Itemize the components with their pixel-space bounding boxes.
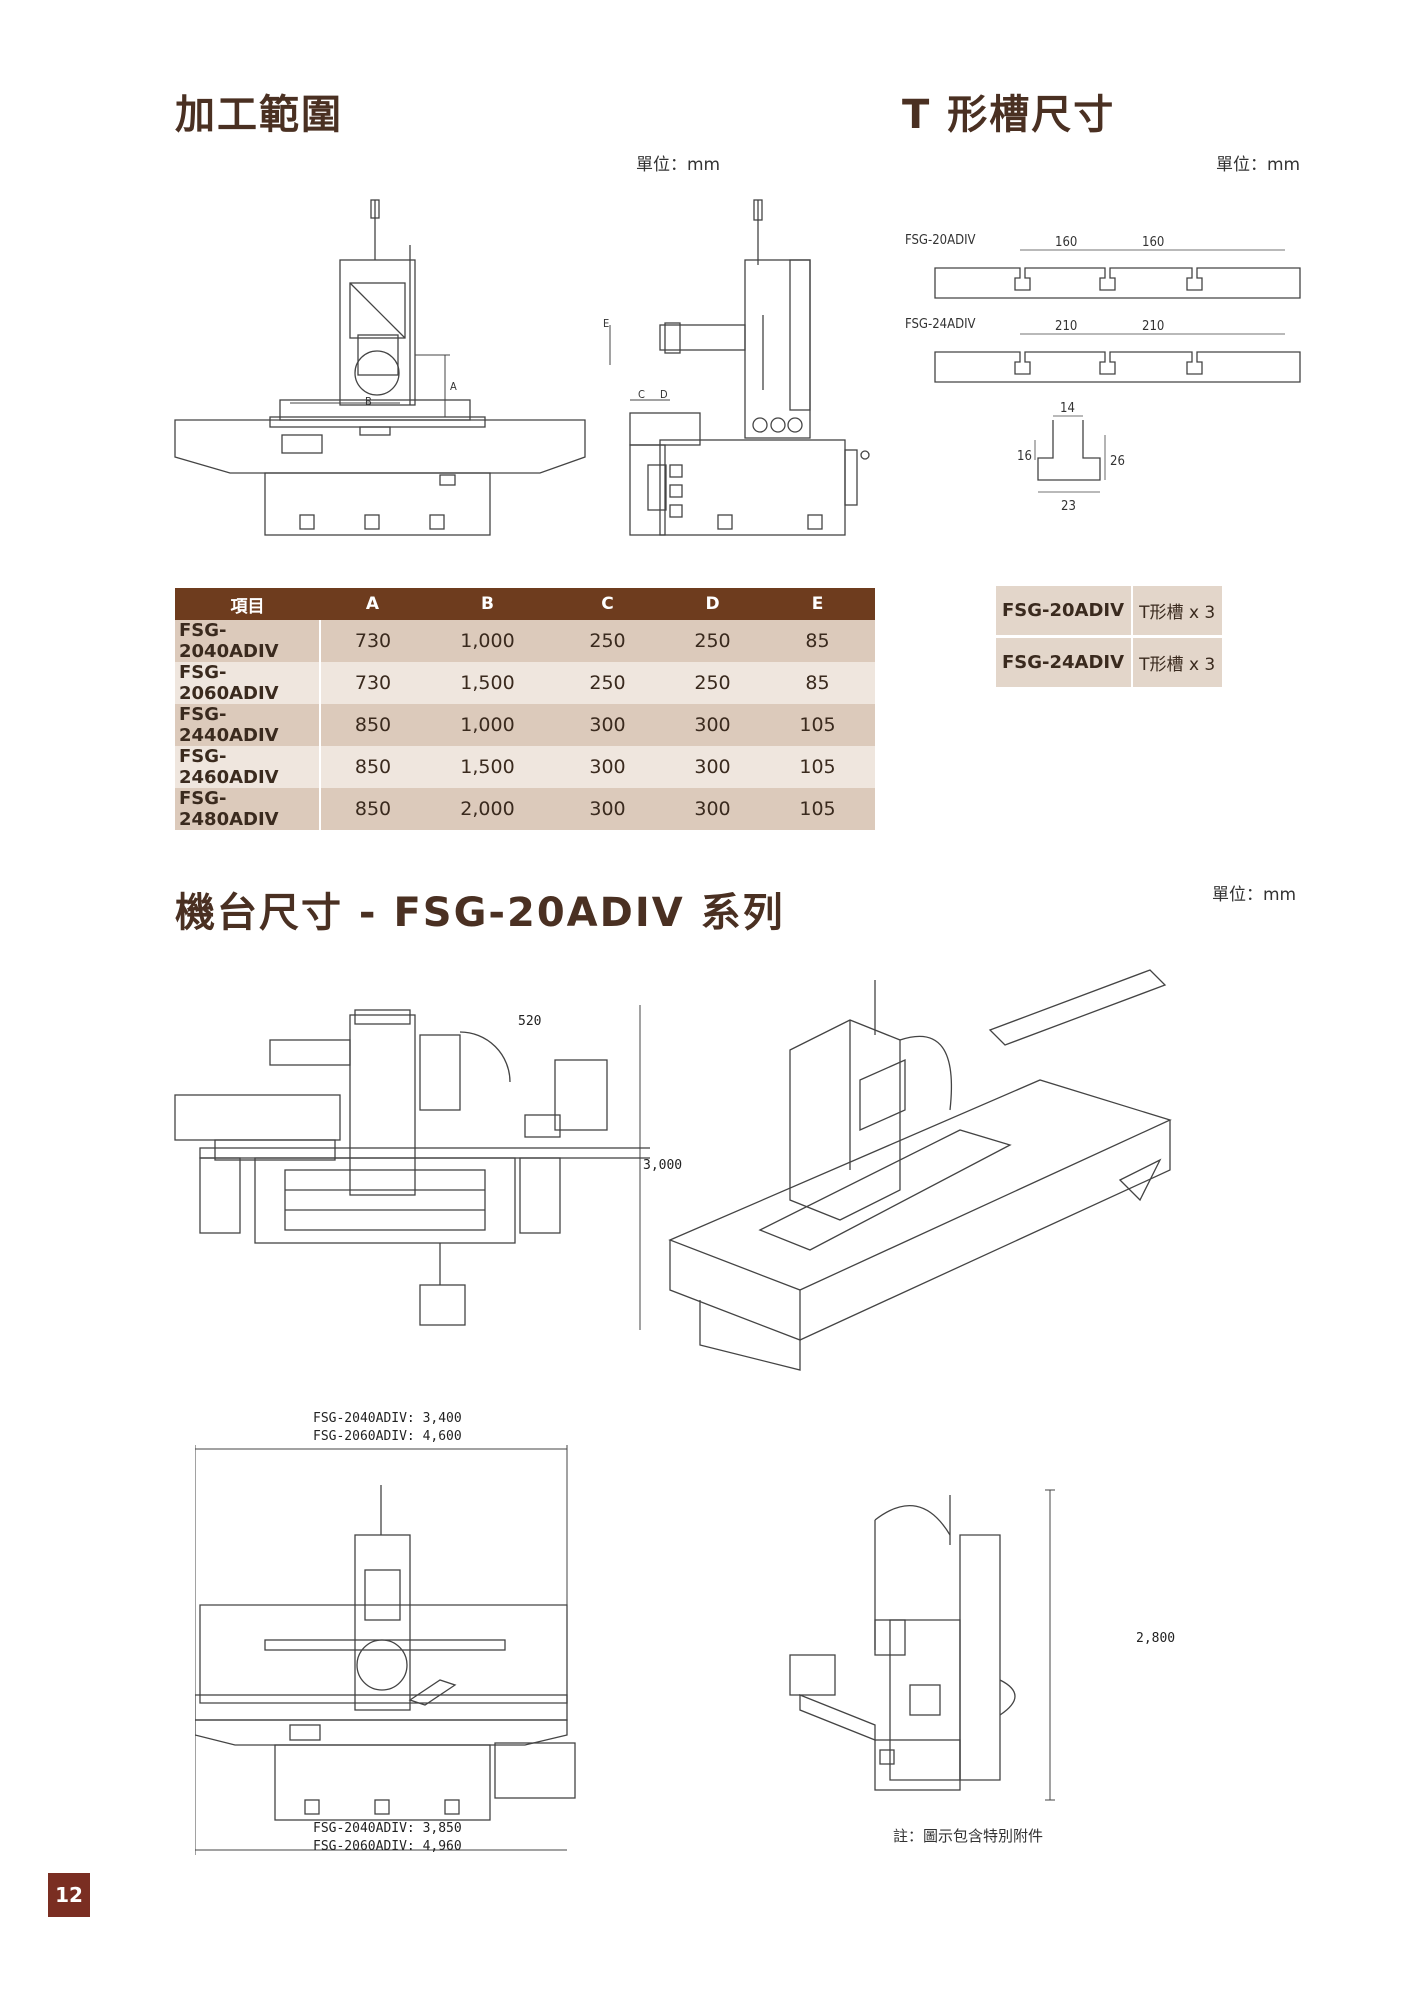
label-c: C — [638, 388, 645, 401]
width-top-2040: FSG-2040ADIV: 3,400 — [313, 1411, 462, 1426]
tslot-count-cell: T形槽 x 3 — [1132, 586, 1222, 637]
cell-c: 300 — [550, 704, 665, 746]
table-row: FSG-2440ADIV 850 1,000 300 300 105 — [175, 704, 875, 746]
tslot-dim-160-right: 160 — [1142, 235, 1164, 250]
machine-isometric-view — [660, 960, 1180, 1375]
cell-e: 85 — [760, 662, 875, 704]
cell-d: 300 — [665, 704, 760, 746]
header-c: C — [550, 588, 665, 620]
cell-e: 105 — [760, 704, 875, 746]
header-d: D — [665, 588, 760, 620]
cell-c: 300 — [550, 746, 665, 788]
header-b: B — [425, 588, 550, 620]
tslot-model-cell: FSG-20ADIV — [996, 586, 1134, 637]
cell-a: 850 — [320, 788, 425, 830]
dim-line-vertical-top — [635, 1005, 645, 1330]
tslot-table: FSG-20ADIV T形槽 x 3 FSG-24ADIV T形槽 x 3 — [996, 586, 1222, 687]
tslot-dim-210-left: 210 — [1055, 319, 1077, 334]
dims-unit: 單位：mm — [1212, 885, 1297, 905]
table-row: FSG-2480ADIV 850 2,000 300 300 105 — [175, 788, 875, 830]
cell-a: 730 — [320, 620, 425, 662]
width-bottom-2040: FSG-2040ADIV: 3,850 — [313, 1821, 462, 1836]
tslot-unit: 單位：mm — [1216, 155, 1301, 175]
label-b: B — [365, 395, 372, 408]
machining-range-table: 項目 A B C D E FSG-2040ADIV 730 1,000 250 … — [175, 588, 875, 830]
tslot-dim-210-right: 210 — [1142, 319, 1164, 334]
cell-a: 850 — [320, 704, 425, 746]
table-row: FSG-2060ADIV 730 1,500 250 250 85 — [175, 662, 875, 704]
cell-a: 850 — [320, 746, 425, 788]
width-bottom-2060: FSG-2060ADIV: 4,960 — [313, 1839, 462, 1854]
label-e: E — [603, 317, 609, 330]
page-number: 12 — [48, 1873, 90, 1917]
tslot-drawing: FSG-20ADIV 160 160 FSG-24ADIV 210 210 14… — [905, 230, 1315, 530]
cell-d: 250 — [665, 620, 760, 662]
tslot-dim-16: 16 — [1017, 449, 1032, 464]
model-cell: FSG-2040ADIV — [175, 620, 321, 662]
model-cell: FSG-2440ADIV — [175, 704, 321, 746]
cell-c: 250 — [550, 662, 665, 704]
cell-d: 250 — [665, 662, 760, 704]
header-item: 項目 — [175, 588, 320, 620]
tslot-count-cell: T形槽 x 3 — [1132, 635, 1222, 687]
table-row: FSG-2040ADIV 730 1,000 250 250 85 — [175, 620, 875, 662]
cell-e: 105 — [760, 788, 875, 830]
cell-e: 105 — [760, 746, 875, 788]
model-cell: FSG-2480ADIV — [175, 788, 321, 830]
tslot-dim-14: 14 — [1060, 401, 1075, 416]
range-side-drawing: E C D — [600, 195, 880, 540]
tslot-model-1: FSG-20ADIV — [905, 233, 976, 248]
tslot-model-cell: FSG-24ADIV — [996, 635, 1134, 687]
cell-b: 2,000 — [425, 788, 550, 830]
width-top-2060: FSG-2060ADIV: 4,600 — [313, 1429, 462, 1444]
dim-520: 520 — [518, 1014, 542, 1029]
cell-d: 300 — [665, 746, 760, 788]
table-row: FSG-24ADIV T形槽 x 3 — [996, 635, 1222, 687]
table-row: FSG-2460ADIV 850 1,500 300 300 105 — [175, 746, 875, 788]
dims-title: 機台尺寸 - FSG-20ADIV 系列 — [175, 890, 785, 936]
range-unit: 單位：mm — [636, 155, 721, 175]
header-e: E — [760, 588, 875, 620]
model-cell: FSG-2460ADIV — [175, 746, 321, 788]
footnote: 註：圖示包含特別附件 — [893, 1827, 1044, 1845]
tslot-title: T 形槽尺寸 — [902, 92, 1116, 138]
cell-a: 730 — [320, 662, 425, 704]
cell-b: 1,000 — [425, 704, 550, 746]
header-a: A — [320, 588, 425, 620]
range-title: 加工範圍 — [175, 92, 343, 138]
table-row: FSG-20ADIV T形槽 x 3 — [996, 586, 1222, 637]
model-cell: FSG-2060ADIV — [175, 662, 321, 704]
cell-d: 300 — [665, 788, 760, 830]
tslot-model-2: FSG-24ADIV — [905, 317, 976, 332]
label-a: A — [450, 380, 457, 393]
label-d: D — [660, 388, 668, 401]
range-front-drawing: B A — [170, 195, 590, 540]
tslot-dim-23: 23 — [1061, 499, 1076, 514]
cell-b: 1,000 — [425, 620, 550, 662]
cell-b: 1,500 — [425, 746, 550, 788]
machine-side-view — [780, 1480, 1140, 1810]
dim-2800: 2,800 — [1136, 1631, 1176, 1646]
tslot-dim-26: 26 — [1110, 454, 1125, 469]
tslot-dim-160-left: 160 — [1055, 235, 1077, 250]
table-header-row: 項目 A B C D E — [175, 588, 875, 620]
cell-c: 250 — [550, 620, 665, 662]
machine-top-view — [170, 1000, 650, 1340]
cell-e: 85 — [760, 620, 875, 662]
cell-b: 1,500 — [425, 662, 550, 704]
machine-front-view — [195, 1445, 625, 1855]
dim-3000: 3,000 — [643, 1158, 683, 1173]
cell-c: 300 — [550, 788, 665, 830]
